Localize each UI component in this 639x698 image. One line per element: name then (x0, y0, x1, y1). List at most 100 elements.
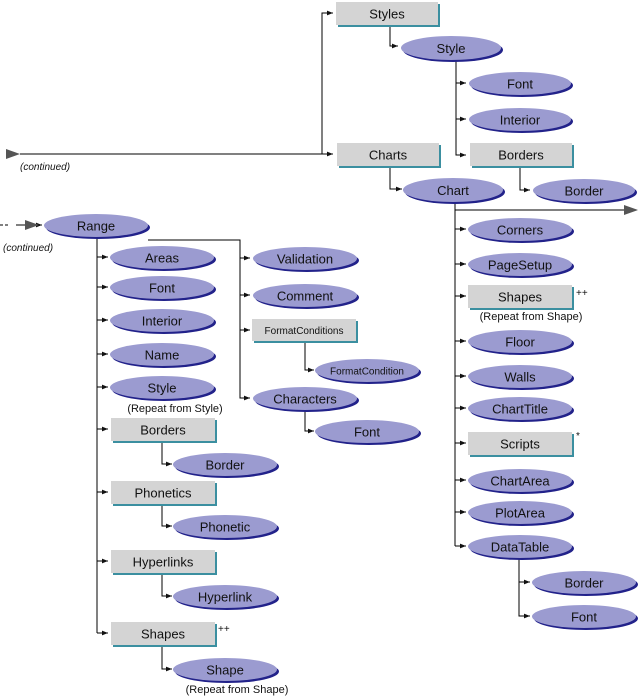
floor-object-shape (468, 330, 572, 353)
areas-object-shape (110, 246, 214, 269)
style-object-shape (401, 36, 501, 60)
phonetic-object-label: Phonetic (200, 520, 251, 535)
charttitle-object: ChartTitle (468, 397, 574, 422)
range-style-object: Style (110, 376, 216, 401)
areas-object-label: Areas (145, 251, 179, 266)
range-style-object-shape (110, 376, 214, 399)
corners-object-shape (468, 218, 572, 241)
characters-object-shape (253, 387, 357, 410)
continued-note-top: (continued) (20, 162, 70, 173)
range-interior-object-label: Interior (142, 314, 183, 329)
range-shapes-collection: Shapes (111, 622, 217, 647)
phonetic-object-shape (173, 515, 277, 538)
range-borders-collection-label: Borders (140, 423, 186, 438)
formatcondition-object-shape (315, 359, 419, 382)
style-object-label: Style (437, 41, 466, 56)
scripts-collection: Scripts (468, 432, 574, 457)
formatconditions-collection: FormatConditions (252, 319, 358, 343)
style-font-object-shape (469, 72, 571, 95)
style-interior-object-shape (469, 108, 571, 131)
formatconditions-collection-shape (252, 319, 356, 341)
range-shapes-mark: ++ (218, 624, 230, 635)
range-font-object-shape (110, 276, 214, 299)
chart-shapes-note: (Repeat from Shape) (480, 311, 583, 323)
datatable-object: DataTable (468, 535, 574, 560)
range-borders-collection: Borders (111, 418, 217, 443)
range-border-object-shape (173, 453, 277, 476)
style-border-object-label: Border (564, 184, 604, 199)
pagesetup-object-shape (468, 253, 572, 276)
pagesetup-object-label: PageSetup (488, 258, 552, 273)
range-border-object-label: Border (205, 458, 245, 473)
shape-object-shape (173, 658, 277, 681)
charts-collection-shape (337, 143, 439, 166)
range-object-shape (44, 214, 148, 237)
chart-object-label: Chart (437, 183, 469, 198)
charttitle-object-label: ChartTitle (492, 402, 548, 417)
range-shapes-collection-shape (111, 622, 215, 645)
floor-object: Floor (468, 330, 574, 355)
datatable-border-object-shape (532, 571, 636, 594)
style-borders-collection: Borders (470, 143, 574, 168)
walls-object-label: Walls (504, 370, 536, 385)
chart-shapes-mark: ++ (576, 288, 588, 299)
chartarea-object-shape (468, 469, 572, 492)
chart-shapes-collection-label: Shapes (498, 290, 543, 305)
range-borders-collection-shape (111, 418, 215, 441)
connector-lines (0, 10, 638, 672)
name-object-shape (110, 343, 214, 366)
hyperlinks-collection-shape (111, 550, 215, 573)
style-border-object: Border (533, 179, 637, 204)
phonetic-object: Phonetic (173, 515, 279, 540)
plotarea-object-label: PlotArea (495, 506, 546, 521)
range-object: Range (44, 214, 150, 239)
characters-object: Characters (253, 387, 359, 412)
hyperlinks-collection-label: Hyperlinks (133, 555, 194, 570)
hyperlinks-collection: Hyperlinks (111, 550, 217, 575)
chart-object-shape (403, 178, 503, 202)
characters-object-label: Characters (273, 392, 337, 407)
formatcondition-object: FormatCondition (315, 359, 421, 384)
styles-collection-shape (336, 2, 438, 25)
name-object-label: Name (145, 348, 180, 363)
chart-object: Chart (403, 178, 505, 204)
datatable-font-object-label: Font (571, 610, 597, 625)
charts-collection: Charts (337, 143, 441, 168)
style-object: Style (401, 36, 503, 62)
charttitle-object-shape (468, 397, 572, 420)
formatcondition-object-label: FormatCondition (330, 367, 404, 378)
areas-object: Areas (110, 246, 216, 271)
comment-object-label: Comment (277, 289, 334, 304)
formatconditions-collection-label: FormatConditions (265, 326, 344, 337)
range-style-object-label: Style (148, 381, 177, 396)
range-font-object-label: Font (149, 281, 175, 296)
corners-object-label: Corners (497, 223, 544, 238)
datatable-border-object-label: Border (564, 576, 604, 591)
datatable-object-label: DataTable (491, 540, 550, 555)
continued-note-left: (continued) (3, 243, 53, 254)
walls-object: Walls (468, 365, 574, 390)
style-interior-object: Interior (469, 108, 573, 133)
range-object-label: Range (77, 219, 115, 234)
characters-font-object-shape (315, 420, 419, 443)
datatable-font-object: Font (532, 605, 638, 630)
scripts-mark: * (576, 431, 580, 442)
phonetics-collection-shape (111, 481, 215, 504)
style-interior-object-label: Interior (500, 113, 541, 128)
name-object: Name (110, 343, 216, 368)
characters-font-object: Font (315, 420, 421, 445)
chart-shapes-collection-shape (468, 285, 572, 308)
chartarea-object: ChartArea (468, 469, 574, 494)
style-font-object: Font (469, 72, 573, 97)
styles-collection-label: Styles (369, 7, 405, 22)
plotarea-object-shape (468, 501, 572, 524)
datatable-object-shape (468, 535, 572, 558)
hyperlink-object-label: Hyperlink (198, 590, 253, 605)
plotarea-object: PlotArea (468, 501, 574, 526)
datatable-font-object-shape (532, 605, 636, 628)
validation-object: Validation (253, 247, 359, 272)
datatable-border-object: Border (532, 571, 638, 596)
style-borders-collection-shape (470, 143, 572, 166)
hyperlink-object: Hyperlink (173, 585, 279, 610)
